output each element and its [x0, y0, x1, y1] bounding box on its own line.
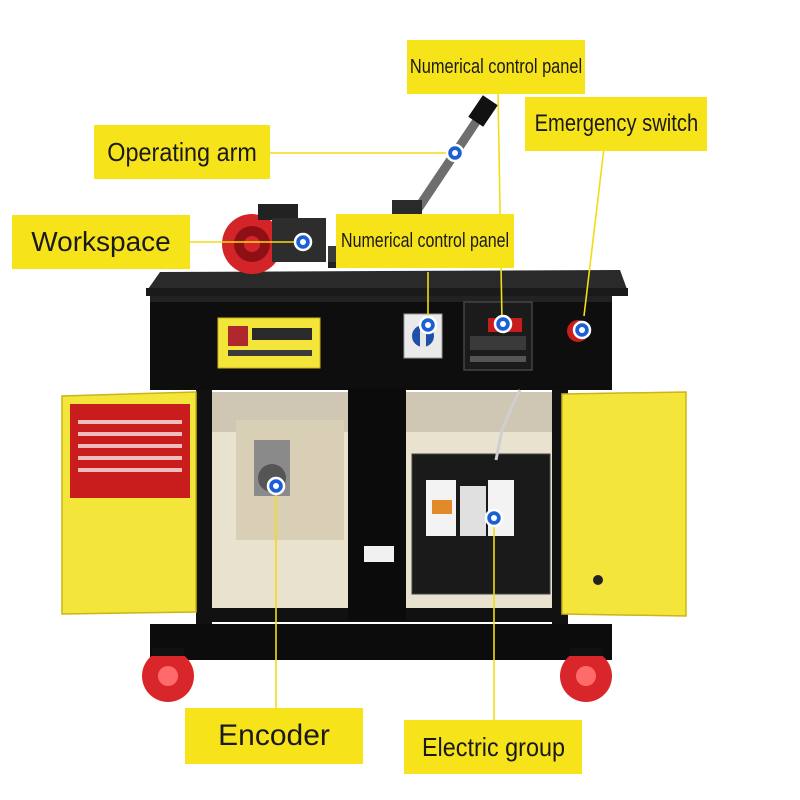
electric-box [411, 389, 551, 595]
marker-switch [418, 315, 438, 335]
marker-electric [484, 508, 504, 528]
work-table [146, 270, 628, 296]
marker-operating-arm [445, 143, 465, 163]
label-text: Encoder [218, 719, 330, 752]
marker-control-panel [493, 314, 513, 334]
left-door [61, 391, 197, 615]
left-wheel [142, 648, 194, 702]
label-encoder: Encoder [185, 708, 363, 764]
label-numerical-control-panel-top: Numerical control panel [407, 40, 585, 94]
brand-plate [217, 317, 321, 369]
right-door [561, 391, 687, 617]
operating-arm [392, 95, 498, 216]
control-panel-screen [463, 301, 533, 371]
label-text: Workspace [31, 226, 171, 257]
label-workspace: Workspace [12, 215, 190, 269]
label-text: Numerical control panel [340, 229, 510, 252]
marker-workspace [293, 232, 313, 252]
label-operating-arm: Operating arm [94, 125, 270, 179]
right-wheel [560, 648, 612, 702]
label-emergency-switch: Emergency switch [525, 97, 707, 151]
label-text: Emergency switch [534, 110, 698, 137]
label-text: Operating arm [107, 136, 257, 167]
label-numerical-control-panel-mid: Numerical control panel [336, 214, 514, 268]
label-text: Numerical control panel [409, 55, 583, 78]
label-electric-group: Electric group [404, 720, 582, 774]
leader-lines [190, 92, 605, 720]
marker-emergency [572, 320, 592, 340]
label-text: Electric group [421, 731, 565, 762]
marker-encoder [266, 476, 286, 496]
center-column [348, 388, 406, 620]
